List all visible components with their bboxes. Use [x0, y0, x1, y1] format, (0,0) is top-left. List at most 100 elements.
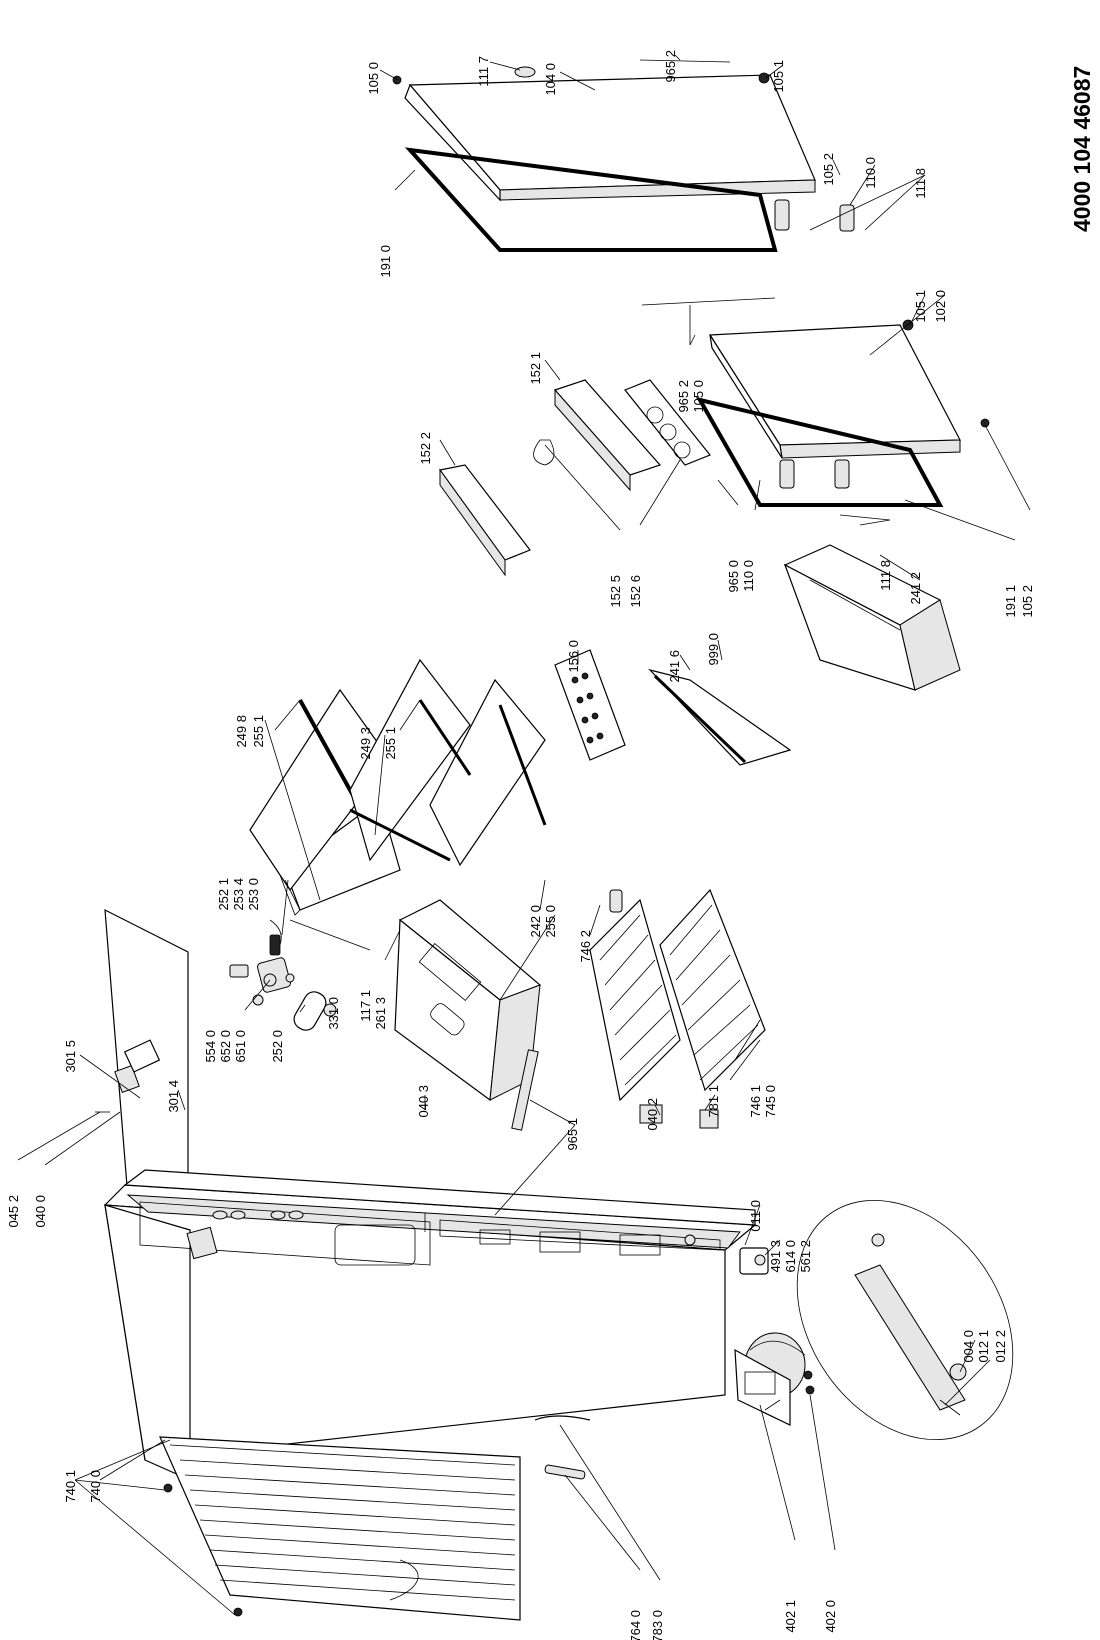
- middle-hinge: [639, 1104, 719, 1129]
- leader-lines: [17, 54, 1031, 1616]
- fridge-cabinet: [103, 908, 757, 1481]
- part-label-0402: 040 2: [645, 1098, 660, 1131]
- part-label-9990: 999 0: [706, 633, 721, 666]
- part-label-1911: 191 1: [1003, 585, 1018, 618]
- part-label-1020: 102 0: [933, 290, 948, 323]
- part-label-2498: 249 8: [234, 715, 249, 748]
- part-label-2520: 252 0: [270, 1030, 285, 1063]
- part-label-1050a: 105 0: [366, 62, 381, 95]
- part-label-9652a: 965 2: [663, 50, 678, 83]
- part-label-2530: 253 0: [246, 878, 261, 911]
- relay-box: [734, 1348, 791, 1426]
- lower-door-rod: [641, 297, 776, 306]
- part-label-1052a: 105 2: [821, 153, 836, 186]
- part-label-6510: 651 0: [233, 1030, 248, 1063]
- door-shelf-lower: [438, 464, 531, 577]
- part-label-2412: 241 2: [908, 572, 923, 605]
- evaporator-clip: [609, 889, 623, 913]
- part-label-1051a: 105 1: [771, 60, 786, 93]
- part-label-7400: 740 0: [88, 1470, 103, 1503]
- top-hinge: [95, 1039, 161, 1113]
- part-label-1050b: 105 0: [691, 380, 706, 413]
- part-label-2551a: 255 1: [251, 715, 266, 748]
- drain-pipe: [544, 1464, 586, 1480]
- part-label-7811: 781 1: [706, 1085, 721, 1118]
- part-label-0040: 004 0: [961, 1330, 976, 1363]
- shelf-front-trim: [349, 808, 451, 862]
- part-label-7640: 764 0: [628, 1610, 643, 1640]
- bottle-holder: [533, 439, 555, 466]
- part-label-0400: 040 0: [33, 1195, 48, 1228]
- upper-door-hinge-pin: [758, 72, 770, 84]
- part-label-9652b: 965 2: [676, 380, 691, 413]
- egg-holder-insert: [624, 379, 711, 466]
- upper-door: [404, 74, 816, 202]
- drawer-rail: [511, 1049, 539, 1131]
- part-label-7450: 745 0: [763, 1085, 778, 1118]
- part-label-2551b: 255 1: [383, 727, 398, 760]
- drawer-cover-trim: [653, 674, 747, 764]
- part-label-0122: 012 2: [993, 1330, 1008, 1363]
- upper-door-gasket: [404, 147, 778, 252]
- part-label-1051b: 105 1: [913, 290, 928, 323]
- part-label-6520: 652 0: [218, 1030, 233, 1063]
- part-label-5612: 561 2: [798, 1240, 813, 1273]
- part-label-2534: 253 4: [231, 878, 246, 911]
- thermostat-housing: [739, 1247, 769, 1275]
- upper-door-rod: [639, 59, 731, 63]
- base-plate: [796, 1199, 1014, 1441]
- upper-door-badge: [514, 66, 536, 78]
- part-label-1521: 152 1: [528, 352, 543, 385]
- lower-door: [708, 324, 961, 459]
- part-label-0452: 045 2: [6, 1195, 21, 1228]
- part-label-1525: 152 5: [608, 575, 623, 608]
- glass-shelf-lower: [429, 678, 546, 867]
- part-label-1118b: 111 8: [878, 560, 893, 591]
- part-label-6140: 614 0: [783, 1240, 798, 1273]
- drawer-cover: [648, 668, 792, 766]
- part-label-2420: 242 0: [528, 905, 543, 938]
- lower-door-gasket: [695, 396, 944, 507]
- part-label-2521: 252 1: [216, 878, 231, 911]
- part-label-3310: 331 0: [326, 997, 341, 1030]
- part-label-1560: 156 0: [566, 640, 581, 673]
- part-label-7461: 746 1: [748, 1085, 763, 1118]
- part-label-4021: 402 1: [783, 1600, 798, 1633]
- part-label-2493: 249 3: [358, 727, 373, 760]
- part-label-2416: 241 6: [667, 650, 682, 683]
- part-label-0403: 040 3: [416, 1085, 431, 1118]
- evaporator-grid: [589, 888, 766, 1102]
- door-shelf-upper: [553, 379, 662, 492]
- part-label-1910: 191 0: [378, 245, 393, 278]
- freezer-drawer: [783, 544, 961, 691]
- crisper-drawer: [394, 899, 542, 1102]
- part-label-9650: 965 0: [726, 560, 741, 593]
- part-label-1171: 117 1: [358, 990, 373, 1022]
- part-label-1040: 104 0: [543, 63, 558, 96]
- part-label-1118a: 111 8: [913, 168, 928, 199]
- part-label-4913: 491 3: [768, 1240, 783, 1273]
- lower-door-handle-right: [834, 459, 850, 489]
- part-label-2550: 255 0: [543, 905, 558, 938]
- part-label-5540: 554 0: [203, 1030, 218, 1063]
- upper-door-handle-left: [774, 199, 790, 231]
- part-label-1052b: 105 2: [1020, 585, 1035, 618]
- part-label-2613: 261 3: [373, 997, 388, 1030]
- part-label-0110: 011 0: [748, 1200, 763, 1232]
- part-label-0121: 012 1: [976, 1330, 991, 1363]
- upper-door-handle-right: [839, 204, 855, 232]
- shelf-trim-middle: [418, 699, 472, 776]
- part-label-7401: 740 1: [63, 1470, 78, 1503]
- lower-door-handle-left: [779, 459, 795, 489]
- part-label-1522: 152 2: [418, 432, 433, 465]
- part-label-9651: 965 1: [565, 1118, 580, 1151]
- part-label-1526: 152 6: [628, 575, 643, 608]
- part-label-7830: 783 0: [650, 1610, 665, 1640]
- thermostat-assembly: [229, 919, 337, 1031]
- part-label-4020: 402 0: [823, 1600, 838, 1633]
- part-label-7462: 746 2: [578, 930, 593, 963]
- part-label-1100b: 110 0: [741, 560, 756, 592]
- part-label-3014: 301 4: [166, 1080, 181, 1113]
